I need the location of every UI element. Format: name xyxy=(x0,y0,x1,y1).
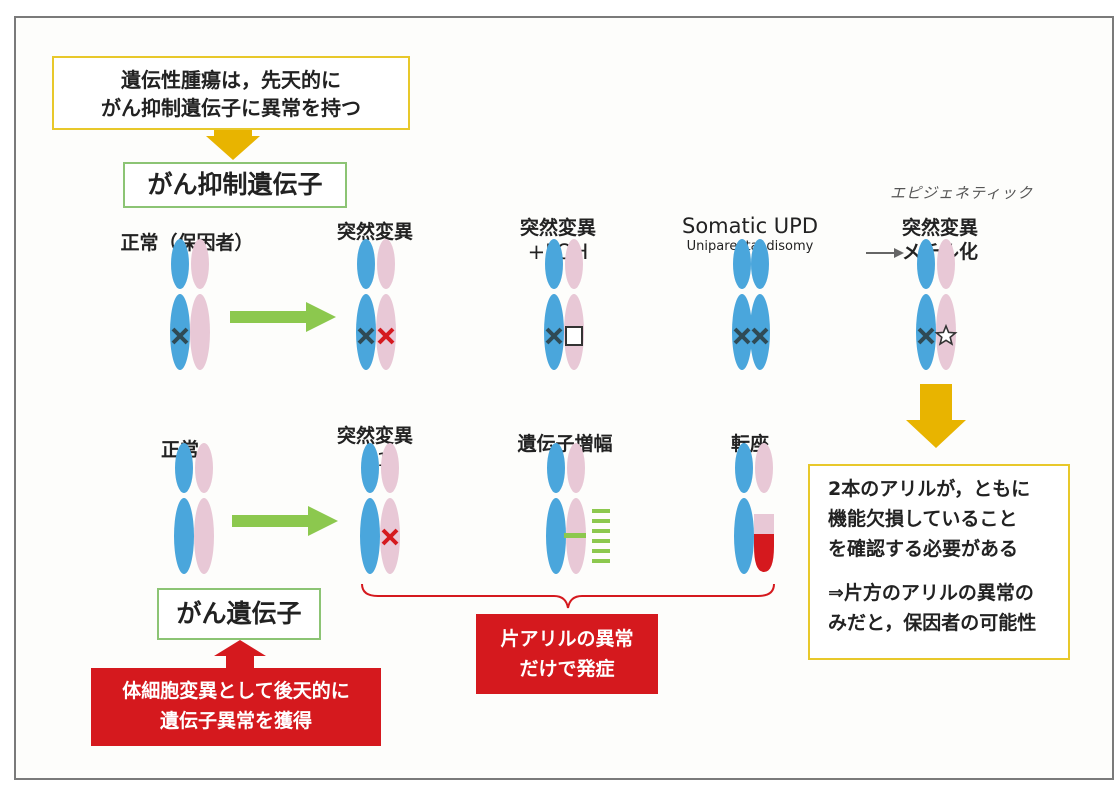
note-line3: を確認する必要がある xyxy=(828,538,1019,560)
hereditary-tumor-line2: がん抑制遺伝子に異常を持つ xyxy=(101,96,361,120)
dark-x-mark-icon xyxy=(733,327,751,345)
row1-upd-title: Somatic UPD xyxy=(682,214,818,238)
note-spacer xyxy=(828,564,1056,578)
row1-loh-line1: 突然変異 xyxy=(519,217,596,239)
row2-green-arrow xyxy=(232,506,338,536)
row1-mutation-label: 突然変異 xyxy=(336,221,413,243)
row1-normal-label: 正常（保因者） xyxy=(120,232,254,254)
handwritten-arrow xyxy=(866,248,904,258)
row1-methylation-line1: 突然変異 xyxy=(901,217,978,239)
amplification-copies-icon xyxy=(592,509,610,563)
row1-normal-chromosome-pair xyxy=(170,239,210,370)
row1-green-arrow xyxy=(230,302,336,332)
yellow-down-arrow-top xyxy=(206,130,260,160)
row1-mutation-chromosome-pair xyxy=(356,239,396,370)
oncogene-label: がん遺伝子 xyxy=(176,599,302,628)
row2-mutation-line1: 突然変異 xyxy=(336,425,413,447)
deletion-square-icon xyxy=(565,326,583,346)
red-x-mark-icon xyxy=(381,528,399,546)
row2-normal-chromosome-pair xyxy=(174,443,214,574)
hereditary-tumor-box: 遺伝性腫瘍は，先天的に がん抑制遺伝子に異常を持つ xyxy=(52,56,410,130)
somatic-line1: 体細胞変異として後天的に xyxy=(122,680,350,702)
tumor-suppressor-gene-label: がん抑制遺伝子 xyxy=(147,170,323,199)
row2-mutation-chromosome-pair xyxy=(360,443,400,574)
row1-loh-chromosome-pair xyxy=(544,239,584,370)
dark-x-mark-icon xyxy=(751,327,769,345)
single-allele-line1: 片アリルの異常 xyxy=(500,628,634,650)
dark-x-mark-icon xyxy=(171,327,189,345)
red-up-arrow xyxy=(214,640,266,668)
tumor-suppressor-gene-box: がん抑制遺伝子 xyxy=(123,162,347,208)
row2-amplification-label: 遺伝子増幅 xyxy=(517,433,613,455)
somatic-line2: 遺伝子異常を獲得 xyxy=(159,710,312,732)
translocated-segment xyxy=(754,534,774,572)
single-allele-line2: だけで発症 xyxy=(519,658,615,680)
dark-x-mark-icon xyxy=(545,327,563,345)
dark-x-mark-icon xyxy=(917,327,935,345)
row2-translocation-chromosome-pair xyxy=(734,443,774,574)
note-line5: みだと，保因者の可能性 xyxy=(828,612,1037,634)
row1-upd-label: Somatic UPD Uniparental disomy xyxy=(640,214,860,256)
note-line4: ⇒片方のアリルの異常の xyxy=(828,582,1034,604)
somatic-mutation-box: 体細胞変異として後天的に 遺伝子異常を獲得 xyxy=(91,668,381,746)
yellow-down-arrow-right xyxy=(906,384,966,448)
row2-amplification-chromosome-pair xyxy=(546,443,610,574)
row1-methylation-chromosome-pair xyxy=(916,239,958,370)
row1-upd-chromosome-pair xyxy=(732,239,770,370)
single-allele-box: 片アリルの異常 だけで発症 xyxy=(476,614,658,694)
dark-x-mark-icon xyxy=(357,327,375,345)
amplified-gene-band xyxy=(564,533,586,538)
handwritten-epigenetic-note: エピジェネティック xyxy=(890,184,1034,202)
note-line2: 機能欠損していること xyxy=(828,508,1018,530)
red-brace xyxy=(361,583,775,609)
row1-upd-subtitle: Uniparental disomy xyxy=(686,239,814,254)
hereditary-tumor-line1: 遺伝性腫瘍は，先天的に xyxy=(121,68,341,92)
oncogene-box: がん遺伝子 xyxy=(157,588,321,640)
red-x-mark-icon xyxy=(377,327,395,345)
two-allele-note-box: 2本のアリルが，ともに 機能欠損していること を確認する必要がある ⇒片方のアリ… xyxy=(808,464,1070,660)
star-methylation-icon xyxy=(934,323,958,346)
note-line1: 2本のアリルが，ともに xyxy=(828,478,1031,500)
